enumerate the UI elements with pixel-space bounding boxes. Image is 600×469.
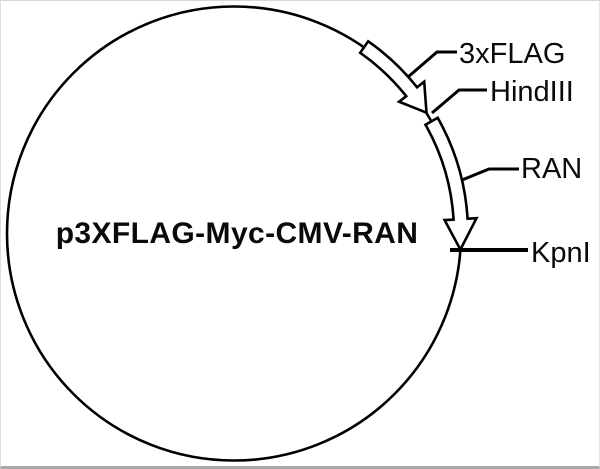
feature-label-kpni: KpnI	[531, 237, 591, 269]
leader-line-ran	[461, 167, 519, 182]
plasmid-name-label: p3XFLAG-Myc-CMV-RAN	[56, 217, 419, 250]
leader-line-hindiii	[431, 88, 487, 115]
leader-line-3xflag	[407, 50, 457, 79]
feature-label-ran: RAN	[521, 153, 582, 185]
feature-arrow-3xflag	[358, 39, 428, 115]
feature-arrow-ran	[423, 116, 479, 253]
feature-label-3xflag: 3xFLAG	[459, 38, 565, 70]
feature-label-hindiii: HindIII	[490, 76, 574, 108]
